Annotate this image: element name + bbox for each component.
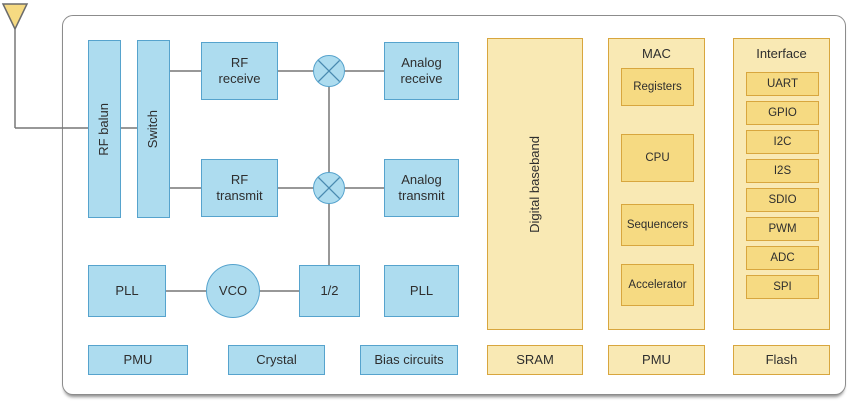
interface-i2s-block: I2S [746,159,819,183]
mac-accelerator-block: Accelerator [621,264,694,306]
digital-baseband-label: Digital baseband [526,135,542,233]
mac-sequencers-block: Sequencers [621,204,694,246]
analog-transmit-block: Analog transmit [384,159,459,217]
rf-transmit-block: RF transmit [201,159,278,217]
mixer-transmit-icon [313,172,345,204]
interface-gpio-block: GPIO [746,101,819,125]
vco-block: VCO [206,264,260,318]
pll-right-block: PLL [384,265,459,317]
antenna-icon [1,3,29,31]
interface-title: Interface [756,46,807,61]
sram-block: SRAM [487,345,583,375]
interface-pwm-block: PWM [746,217,819,241]
rf-receive-block: RF receive [201,42,278,100]
interface-adc-block: ADC [746,246,819,270]
mac-cpu-block: CPU [621,134,694,182]
interface-uart-block: UART [746,72,819,96]
mixer-receive-icon [313,55,345,87]
interface-block: Interface UART GPIO I2C I2S SDIO PWM ADC… [733,38,830,330]
flash-block: Flash [733,345,830,375]
divider-block: 1/2 [299,265,360,317]
crystal-block: Crystal [228,345,325,375]
digital-baseband-block: Digital baseband [487,38,583,330]
interface-sdio-block: SDIO [746,188,819,212]
interface-spi-block: SPI [746,275,819,299]
pll-left-block: PLL [88,265,166,317]
mac-registers-block: Registers [621,68,694,106]
pmu-digital-block: PMU [608,345,705,375]
mac-block: MAC Registers CPU Sequencers Accelerator [608,38,705,330]
analog-receive-block: Analog receive [384,42,459,100]
interface-i2c-block: I2C [746,130,819,154]
pmu-analog-block: PMU [88,345,188,375]
rf-balun-label: RF balun [96,102,112,156]
switch-label: Switch [145,109,161,149]
bias-circuits-block: Bias circuits [360,345,458,375]
rf-balun-block: RF balun [88,40,121,218]
switch-block: Switch [137,40,170,218]
mac-title: MAC [642,46,671,61]
